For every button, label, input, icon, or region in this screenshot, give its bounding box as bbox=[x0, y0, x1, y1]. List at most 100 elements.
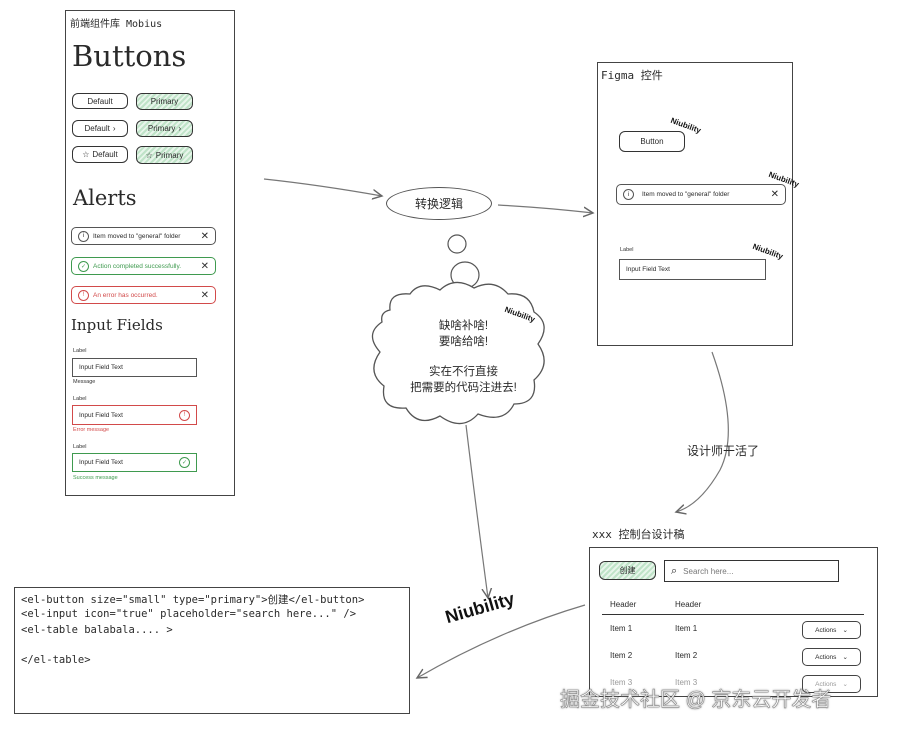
input-fields-heading: Input Fields bbox=[71, 316, 163, 334]
cloud-text: 缺啥补啥! 要啥给啥! 实在不行直接 把需要的代码注进去! bbox=[396, 318, 531, 396]
error-icon: ! bbox=[179, 409, 190, 421]
default-button[interactable]: Default bbox=[72, 93, 128, 109]
close-icon[interactable]: ✕ bbox=[770, 189, 779, 200]
input-message: Error message bbox=[73, 427, 110, 433]
actions-dropdown[interactable]: Actions ⌄ bbox=[802, 675, 861, 693]
code-line: <el-input icon="true" placeholder="searc… bbox=[21, 608, 357, 620]
designer-note: 设计师干活了 bbox=[687, 444, 760, 458]
input-field-default[interactable]: Input Field Text bbox=[72, 358, 197, 377]
table-cell: Item 1 bbox=[675, 624, 698, 633]
close-icon[interactable]: ✕ bbox=[200, 289, 209, 301]
figma-input-field[interactable]: Input Field Text bbox=[619, 259, 766, 280]
actions-label: Actions bbox=[815, 653, 837, 661]
header-divider bbox=[602, 614, 864, 615]
star-icon: ☆ bbox=[82, 150, 90, 159]
input-label: Label bbox=[620, 247, 634, 253]
chevron-down-icon: ⌄ bbox=[842, 627, 848, 634]
actions-dropdown[interactable]: Actions ⌄ bbox=[802, 648, 861, 666]
thought-bubble-small bbox=[447, 234, 467, 254]
arrow-cloud-to-code bbox=[465, 424, 488, 598]
input-value: Input Field Text bbox=[79, 364, 123, 371]
input-message: Success message bbox=[73, 475, 118, 481]
button-label: Button bbox=[640, 137, 664, 146]
cloud-line-4: 把需要的代码注进去! bbox=[410, 382, 517, 394]
figma-controls-panel: Figma 控件 Button Niubility i Item moved t… bbox=[597, 62, 800, 346]
buttons-heading: Buttons bbox=[72, 39, 187, 73]
button-label: 创建 bbox=[619, 566, 636, 575]
panel-title: 前端组件库 Mobius bbox=[70, 19, 163, 30]
button-label: Primary bbox=[147, 124, 176, 133]
arrow-transform-to-figma bbox=[497, 204, 593, 213]
chevron-right-icon: › bbox=[112, 124, 116, 133]
info-icon: i bbox=[78, 230, 89, 242]
alert-success: ✓ Action completed successfully. ✕ bbox=[71, 257, 216, 275]
star-icon: ☆ bbox=[145, 150, 153, 160]
transform-logic-node: 转换逻辑 bbox=[386, 187, 492, 220]
input-message: Message bbox=[73, 379, 96, 385]
input-field-error[interactable]: Input Field Text ! bbox=[72, 405, 197, 425]
alert-text: Item moved to "general" folder bbox=[93, 232, 181, 240]
info-icon: i bbox=[623, 189, 634, 200]
search-input[interactable]: ⌕ Search here... bbox=[664, 560, 839, 582]
button-label: Primary bbox=[155, 150, 184, 160]
primary-button[interactable]: Primary bbox=[136, 93, 193, 110]
alerts-heading: Alerts bbox=[73, 186, 137, 210]
default-star-button[interactable]: ☆Default bbox=[72, 146, 128, 163]
alert-text: Item moved to "general" folder bbox=[642, 191, 730, 198]
table-cell: Item 2 bbox=[675, 651, 698, 660]
input-label: Label bbox=[73, 348, 87, 354]
table-header: Header bbox=[675, 600, 702, 609]
input-value: Input Field Text bbox=[79, 411, 123, 419]
table-cell: Item 3 bbox=[610, 678, 633, 687]
code-line: <el-button size="small" type="primary">创… bbox=[21, 594, 365, 606]
arrow-console-to-code bbox=[417, 604, 586, 678]
actions-dropdown[interactable]: Actions ⌄ bbox=[802, 621, 861, 639]
cloud-line-2: 要啥给啥! bbox=[438, 336, 489, 348]
actions-label: Actions bbox=[815, 626, 837, 634]
watermark: 掘金技术社区 @ 京东云开发者 bbox=[560, 689, 832, 712]
close-icon[interactable]: ✕ bbox=[200, 260, 209, 272]
alert-error: ! An error has occurred. ✕ bbox=[71, 286, 216, 304]
button-label: Default bbox=[84, 124, 110, 133]
cloud-line-1: 缺啥补啥! bbox=[438, 320, 489, 332]
primary-chevron-button[interactable]: Primary› bbox=[136, 120, 193, 137]
arrow-figma-to-console bbox=[676, 351, 729, 512]
chevron-down-icon: ⌄ bbox=[842, 681, 848, 688]
console-design-panel: 创建 ⌕ Search here... Header Header Item 1… bbox=[589, 547, 878, 697]
table-cell: Item 3 bbox=[675, 678, 698, 687]
input-value: Input Field Text bbox=[626, 266, 670, 273]
code-line: </el-table> bbox=[21, 654, 91, 666]
input-field-success[interactable]: Input Field Text ✓ bbox=[72, 453, 197, 472]
create-button[interactable]: 创建 bbox=[599, 561, 656, 580]
table-cell: Item 2 bbox=[610, 651, 633, 660]
alert-text: An error has occurred. bbox=[93, 291, 158, 299]
table-cell: Item 1 bbox=[610, 624, 633, 633]
chevron-right-icon: › bbox=[178, 124, 182, 133]
input-value: Input Field Text bbox=[79, 459, 123, 466]
check-circle-icon: ✓ bbox=[78, 260, 89, 272]
alert-text: Action completed successfully. bbox=[93, 262, 182, 270]
check-circle-icon: ✓ bbox=[179, 457, 190, 468]
figma-alert: i Item moved to "general" folder ✕ bbox=[616, 184, 786, 205]
input-label: Label bbox=[73, 444, 87, 450]
figma-button[interactable]: Button bbox=[619, 131, 685, 152]
transform-label: 转换逻辑 bbox=[414, 197, 463, 211]
default-chevron-button[interactable]: Default› bbox=[72, 120, 128, 137]
button-label: Primary bbox=[150, 97, 179, 106]
alert-info: i Item moved to "general" folder ✕ bbox=[71, 227, 216, 245]
search-icon: ⌕ bbox=[671, 564, 678, 577]
primary-star-button[interactable]: ☆Primary bbox=[136, 146, 193, 164]
actions-label: Actions bbox=[815, 680, 837, 688]
table-header: Header bbox=[610, 600, 637, 609]
chevron-down-icon: ⌄ bbox=[842, 654, 848, 661]
button-label: Default bbox=[87, 96, 113, 106]
cloud-line-3: 实在不行直接 bbox=[429, 366, 498, 378]
cloud-shape bbox=[371, 281, 545, 425]
code-line: <el-table balabala.... > bbox=[21, 624, 173, 636]
input-label: Label bbox=[73, 396, 87, 402]
console-title: xxx 控制台设计稿 bbox=[592, 528, 685, 541]
close-icon[interactable]: ✕ bbox=[200, 230, 209, 242]
search-placeholder: Search here... bbox=[683, 566, 734, 576]
button-label: Default bbox=[92, 150, 118, 159]
arrow-left-to-transform bbox=[263, 178, 382, 196]
